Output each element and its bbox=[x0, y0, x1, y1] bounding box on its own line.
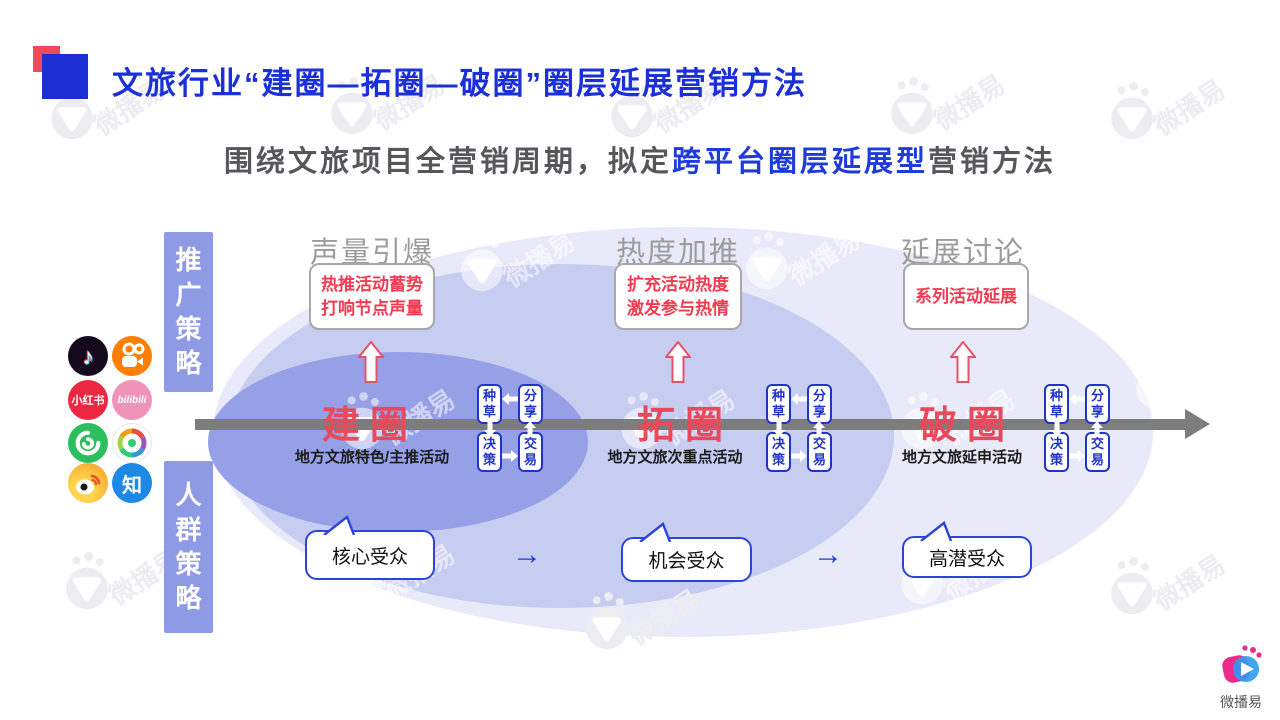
xiaohongshu-icon: 小红书 bbox=[68, 380, 108, 420]
phase-expand-circle: 拓圈 bbox=[636, 405, 733, 447]
watermark-text: 微播易 bbox=[1148, 73, 1231, 142]
phase-build-circle: 建圈 bbox=[321, 405, 418, 447]
subtitle-highlight: 跨平台圈层延展型 bbox=[671, 146, 928, 178]
subtitle-suffix: 营销方法 bbox=[928, 146, 1057, 178]
watermark: 微播易 bbox=[1100, 549, 1244, 619]
funnel-decide-box: 决策 bbox=[477, 432, 502, 472]
arrow-down-icon bbox=[1051, 421, 1063, 437]
watermark: 微播易 bbox=[1100, 74, 1244, 144]
audience-label: 核心受众 bbox=[331, 546, 408, 568]
phase-break-desc: 地方文旅延申活动 bbox=[901, 449, 1022, 466]
arrow-right-icon bbox=[1069, 450, 1085, 462]
arrow-right-icon bbox=[791, 450, 807, 462]
audience-flow-arrow-icon: → bbox=[813, 538, 843, 571]
page-title: 文旅行业“建圈—拓圈—破圈”圈层延展营销方法 bbox=[112, 66, 807, 101]
strategy-box-3: 系列活动延展 bbox=[903, 263, 1029, 330]
strategy-box-3-line-1: 系列活动延展 bbox=[915, 286, 1017, 306]
phase-build-desc: 地方文旅特色/主推活动 bbox=[294, 449, 450, 466]
watermark-text: 微播易 bbox=[1173, 343, 1256, 412]
brand-name: 微播易 bbox=[1220, 694, 1262, 710]
arrow-left-icon bbox=[502, 393, 518, 405]
funnel-trade-box: 交易 bbox=[1085, 432, 1110, 472]
bilibili-icon: bilibili bbox=[112, 380, 152, 420]
funnel-cycle-2: 种草 分享 决策 交易 bbox=[766, 384, 832, 472]
strategy-box-2-line-1: 扩充活动热度 bbox=[627, 274, 729, 294]
audience-label: 高潜受众 bbox=[928, 548, 1005, 570]
funnel-share-box: 分享 bbox=[1085, 384, 1110, 424]
brand-logo: 微播易 bbox=[1208, 642, 1274, 712]
arrow-up-icon bbox=[524, 421, 536, 437]
funnel-share-box: 分享 bbox=[807, 384, 832, 424]
arrow-right-icon bbox=[502, 450, 518, 462]
arrow-down-icon bbox=[484, 421, 496, 437]
audience-bubble-opportunity: 机会受众 bbox=[621, 522, 752, 582]
watermark-text: 微播易 bbox=[1068, 228, 1151, 297]
audience-strategy-label: 人群策略 bbox=[164, 461, 213, 633]
funnel-share-box: 分享 bbox=[518, 384, 543, 424]
arrow-left-icon bbox=[1069, 393, 1085, 405]
bubble-tail-icon bbox=[639, 522, 673, 543]
strategy-box-1-line-1: 热推活动蓄势 bbox=[321, 274, 423, 294]
strategy-box-2-line-2: 激发参与热情 bbox=[627, 298, 729, 318]
strategy-box-1: 热推活动蓄势打响节点声量 bbox=[309, 263, 435, 330]
promotion-strategy-label: 推广策略 bbox=[164, 232, 213, 392]
weiboyi-logo-icon bbox=[1222, 645, 1262, 683]
up-arrow-icon bbox=[948, 340, 978, 383]
title-accent-blue-square bbox=[42, 54, 88, 99]
strategy-box-2: 扩充活动热度激发参与热情 bbox=[614, 263, 742, 330]
funnel-trade-box: 交易 bbox=[807, 432, 832, 472]
zhihu-glyph: 知 bbox=[122, 474, 142, 497]
weishi-icon bbox=[68, 423, 108, 463]
arrow-down-icon bbox=[773, 421, 785, 437]
funnel-decide-box: 决策 bbox=[766, 432, 791, 472]
arrow-up-icon bbox=[1091, 421, 1103, 437]
watermark-text: 微播易 bbox=[928, 68, 1011, 137]
arrow-left-icon bbox=[791, 393, 807, 405]
bilibili-glyph: bilibili bbox=[117, 394, 147, 406]
audience-flow-arrow-icon: → bbox=[512, 538, 542, 571]
strategy-box-1-line-2: 打响节点声量 bbox=[321, 298, 423, 318]
kuaishou-icon bbox=[112, 336, 152, 376]
subtitle: 围绕文旅项目全营销周期，拟定跨平台圈层延展型营销方法 bbox=[0, 138, 1280, 180]
funnel-seed-box: 种草 bbox=[766, 384, 791, 424]
bubble-tail-icon bbox=[323, 515, 357, 536]
funnel-seed-box: 种草 bbox=[477, 384, 502, 424]
xiaohongshu-glyph: 小红书 bbox=[71, 395, 105, 407]
funnel-trade-box: 交易 bbox=[518, 432, 543, 472]
douyin-icon: ♪ bbox=[68, 336, 108, 376]
audience-bubble-core: 核心受众 bbox=[305, 515, 435, 580]
arrow-up-icon bbox=[813, 421, 825, 437]
up-arrow-icon bbox=[356, 340, 386, 383]
funnel-cycle-1: 种草 分享 决策 交易 bbox=[477, 384, 543, 472]
douyin-glyph: ♪ bbox=[82, 342, 94, 369]
zhihu-icon: 知 bbox=[112, 463, 152, 503]
phase-expand-desc: 地方文旅次重点活动 bbox=[607, 449, 743, 466]
up-arrow-icon bbox=[663, 340, 693, 383]
watermark-text: 微播易 bbox=[1148, 548, 1231, 617]
audience-bubble-high-potential: 高潜受众 bbox=[902, 521, 1032, 578]
channels-aperture-icon bbox=[112, 423, 152, 463]
weibo-icon bbox=[68, 463, 108, 503]
timeline-bar bbox=[195, 419, 1187, 430]
funnel-decide-box: 决策 bbox=[1044, 432, 1069, 472]
watermark: 微播易 bbox=[880, 69, 1024, 139]
phase-break-circle: 破圈 bbox=[918, 405, 1015, 447]
funnel-seed-box: 种草 bbox=[1044, 384, 1069, 424]
bubble-tail-icon bbox=[920, 521, 954, 542]
subtitle-prefix: 围绕文旅项目全营销周期，拟定 bbox=[223, 146, 672, 178]
timeline-arrowhead-icon bbox=[1185, 409, 1210, 439]
audience-label: 机会受众 bbox=[648, 551, 725, 572]
funnel-cycle-3: 种草 分享 决策 交易 bbox=[1044, 384, 1110, 472]
